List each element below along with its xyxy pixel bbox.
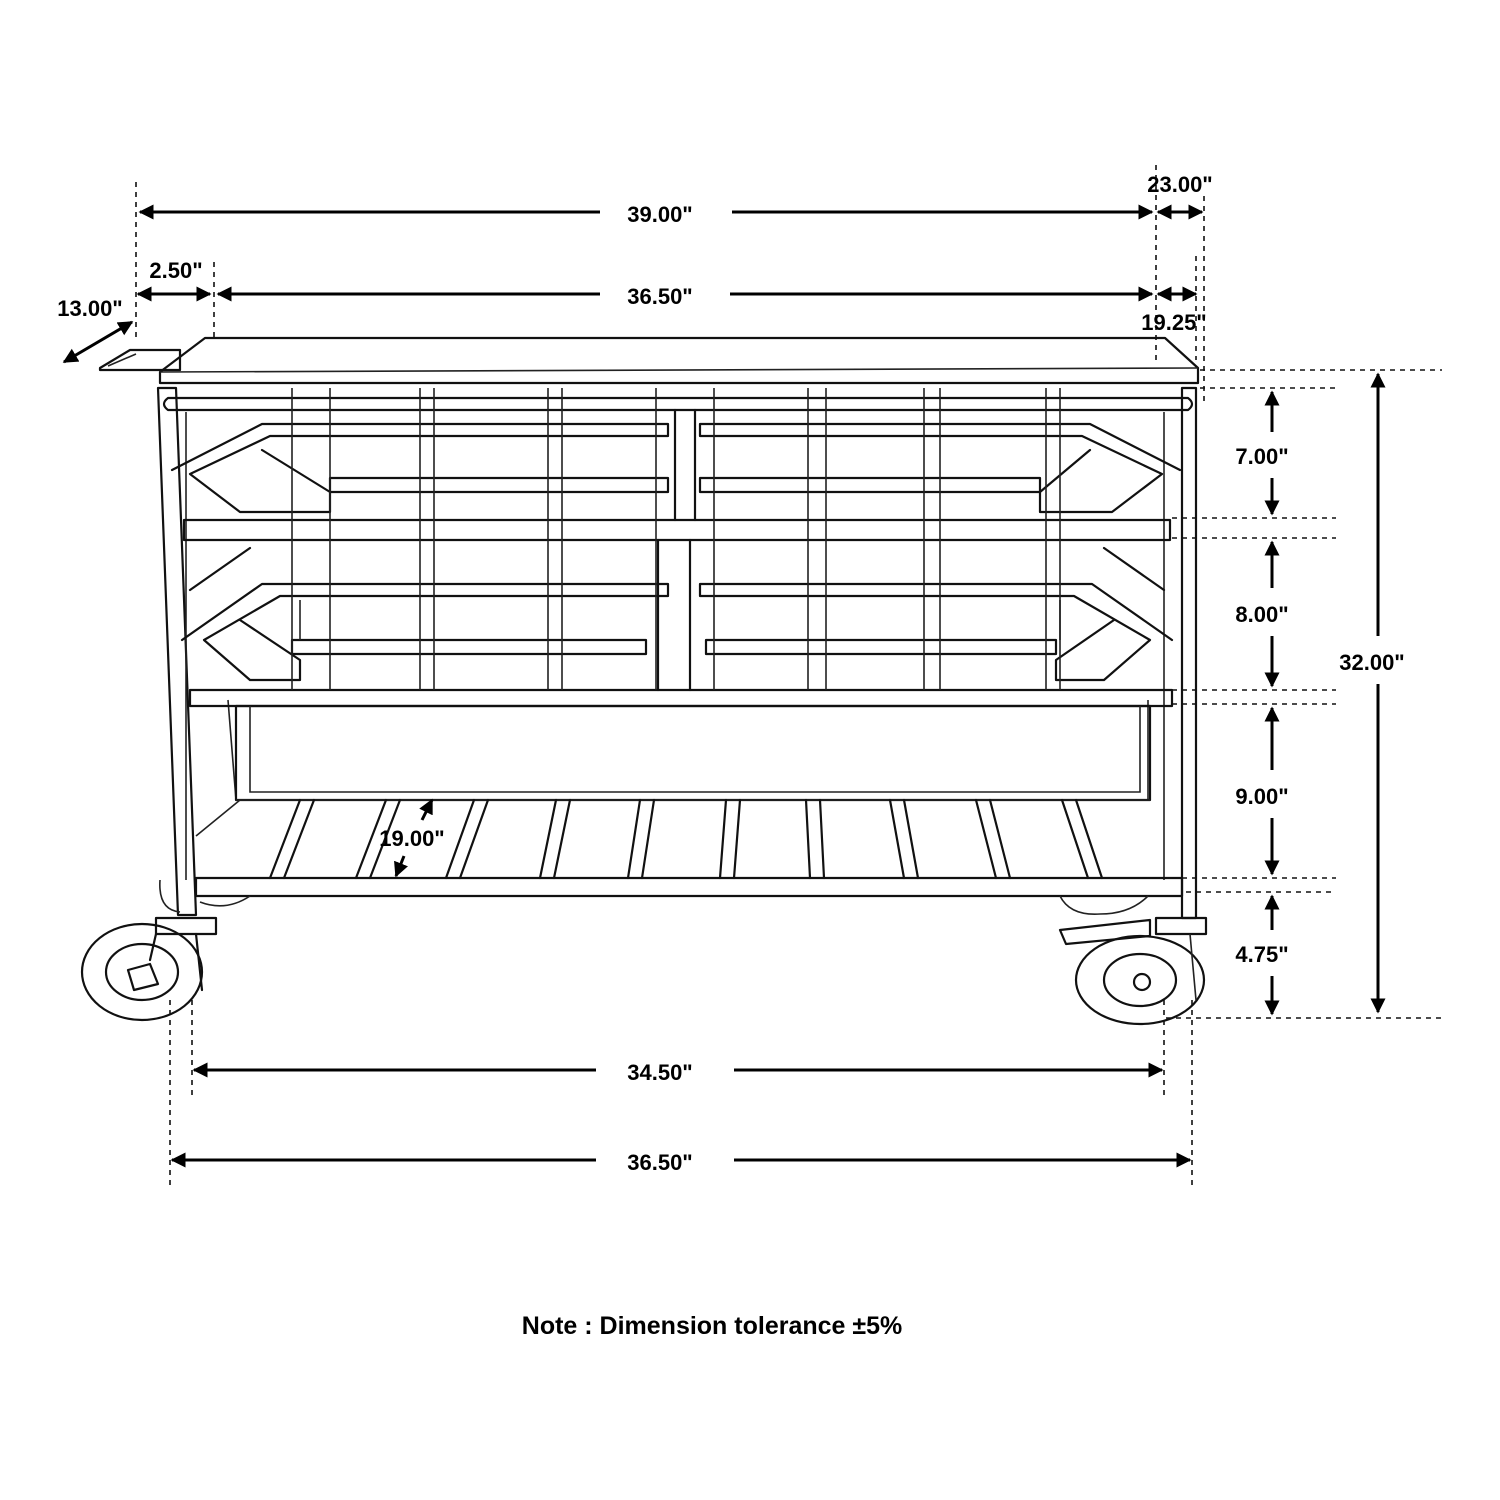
left-front-leg (156, 386, 198, 917)
extension-lines (135, 165, 1442, 1186)
dimension-arrows (62, 204, 1386, 1168)
bottom-shelf-rail (194, 876, 1184, 898)
lower-back-panel (234, 704, 1152, 802)
dim-inner-base-width: 34.50" (627, 1060, 692, 1085)
dim-bottom-shelf-depth: 19.00" (379, 826, 444, 851)
dim-handle-extension: 2.50" (149, 258, 202, 283)
middle-shelf-rail (188, 688, 1174, 708)
right-front-leg (1180, 386, 1198, 920)
left-back-caster (159, 879, 251, 913)
back-grid (291, 388, 1061, 690)
dim-drawer-middle-height: 8.00" (1235, 602, 1288, 627)
cart-top-surface (158, 336, 1200, 385)
dimension-labels: 39.00" 23.00" 36.50" 2.50" 13.00" 19.25"… (57, 172, 1404, 1175)
dim-top-depth: 19.25" (1141, 310, 1206, 335)
dim-drawer-bottom-height: 9.00" (1235, 784, 1288, 809)
left-front-caster (80, 916, 218, 1022)
dim-overall-depth: 23.00" (1147, 172, 1212, 197)
dim-handle-width: 13.00" (57, 296, 122, 321)
right-front-caster (1058, 916, 1208, 1026)
dim-caster-height: 4.75" (1235, 942, 1288, 967)
right-back-caster (1059, 895, 1149, 915)
upper-shelf-rail (182, 518, 1172, 542)
cart-top-rail (162, 396, 1194, 412)
tolerance-note: Note : Dimension tolerance ±5% (522, 1312, 902, 1340)
cart-drawing (80, 336, 1208, 1026)
dim-drawer-top-height: 7.00" (1235, 444, 1288, 469)
dim-outer-base-width: 36.50" (627, 1150, 692, 1175)
dim-overall-top-width: 39.00" (627, 202, 692, 227)
bottom-shelf-slats (195, 798, 1150, 880)
upper-basket (170, 408, 1182, 522)
dim-overall-height: 32.00" (1339, 650, 1404, 675)
dim-shelf-width-top: 36.50" (627, 284, 692, 309)
